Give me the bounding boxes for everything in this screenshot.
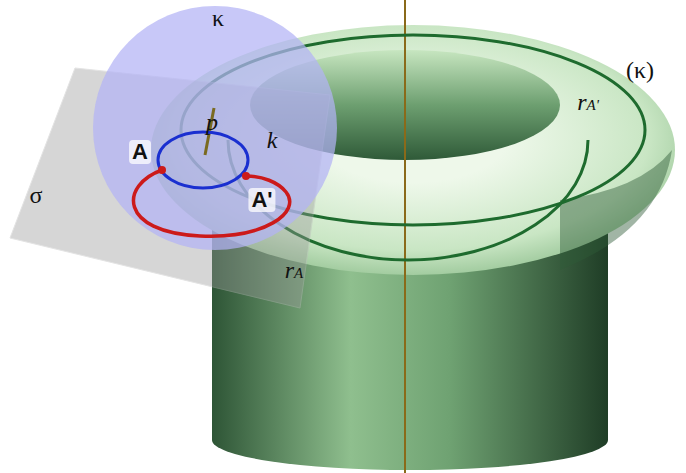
point-a-prime [242,172,250,180]
label: A' [248,188,275,212]
label: rA [285,257,304,283]
label: (κ) [626,57,654,83]
label: k [267,127,278,153]
label: rA' [577,89,599,115]
torus-shadow [560,150,672,270]
axis [404,0,406,473]
label: p [206,109,218,135]
sphere [93,6,337,250]
circle-k [134,170,290,236]
label: A [129,140,151,164]
circle-p [158,132,248,188]
label: σ [30,182,43,208]
label: κ [212,5,224,31]
point-a [158,166,166,174]
